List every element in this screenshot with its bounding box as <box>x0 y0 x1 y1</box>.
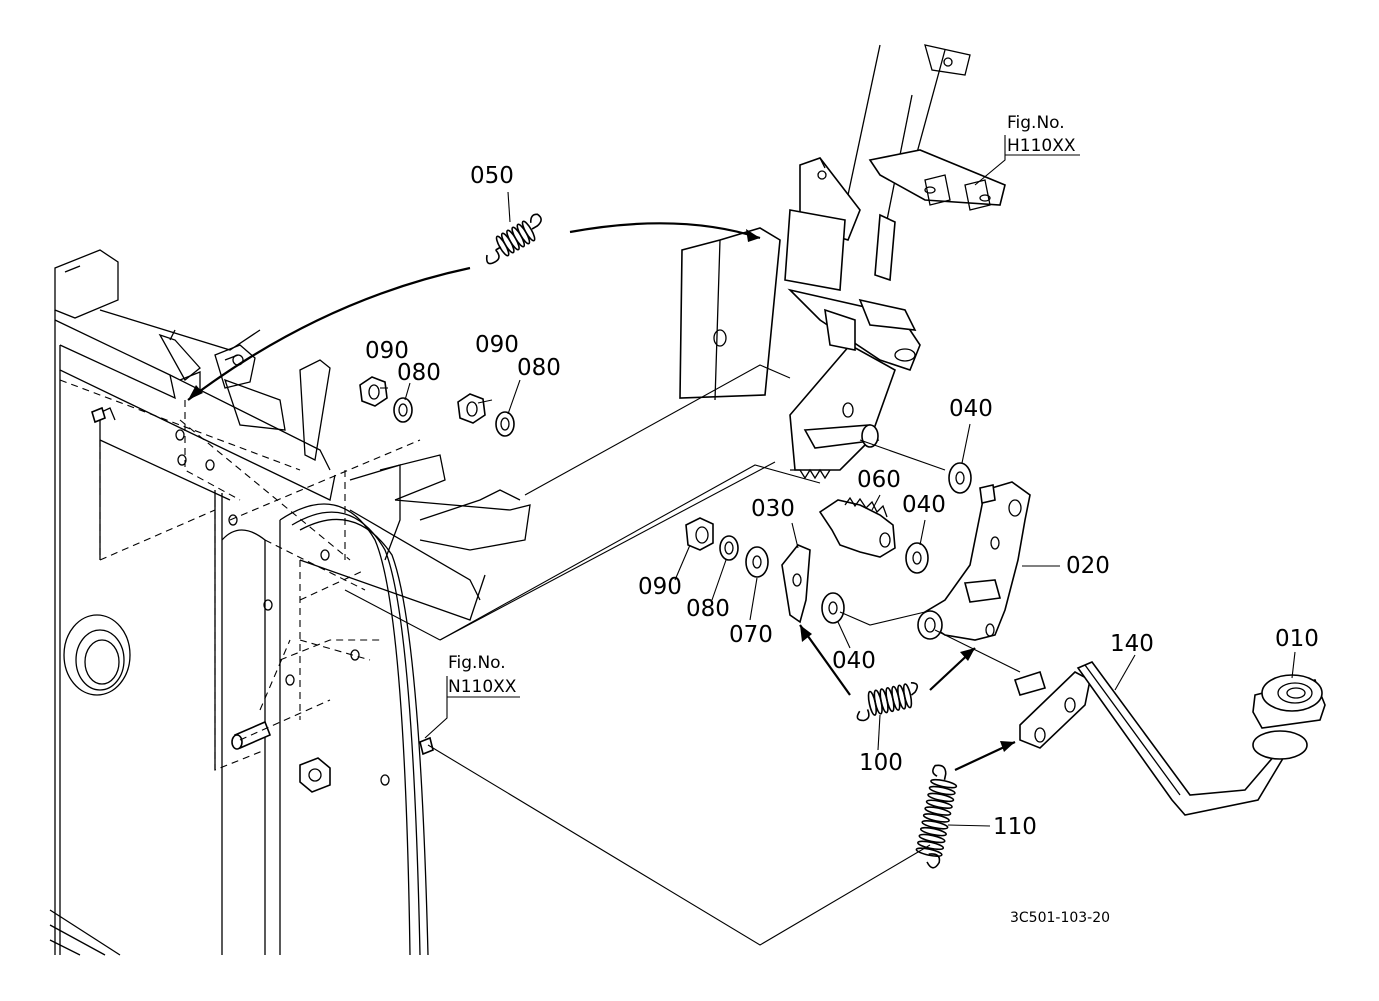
lever-020 <box>917 481 1031 641</box>
spring-110 <box>915 764 958 869</box>
fig-reference-n: Fig.No. N110XX <box>448 653 517 697</box>
label-080-c: 080 <box>686 596 730 622</box>
frame-assembly <box>49 249 531 956</box>
label-050: 050 <box>470 163 514 189</box>
reference-lines <box>344 135 1021 946</box>
label-090-b: 090 <box>475 332 519 358</box>
washer-070 <box>745 546 769 578</box>
drawing-code: 3C501-103-20 <box>1010 910 1110 926</box>
label-090-a: 090 <box>365 338 409 364</box>
ratchet-060 <box>818 496 896 558</box>
part-labels: 050 090 080 090 080 040 060 030 040 020 … <box>365 163 1319 840</box>
nut-090-c <box>685 517 714 551</box>
assembly-arrows <box>187 222 1016 771</box>
label-070: 070 <box>729 622 773 648</box>
lock-washer-080-c <box>719 535 739 561</box>
label-040-c: 040 <box>832 648 876 674</box>
pawl-030 <box>781 544 811 624</box>
washer-040-c <box>821 592 845 624</box>
label-010: 010 <box>1275 626 1319 652</box>
label-110: 110 <box>993 814 1037 840</box>
label-060: 060 <box>857 467 901 493</box>
spring-100 <box>856 682 919 722</box>
label-100: 100 <box>859 750 903 776</box>
fig-ref-h-title: Fig.No. <box>1007 113 1065 133</box>
pedal-bracket-assembly <box>679 44 1006 480</box>
label-030: 030 <box>751 496 795 522</box>
label-leaders <box>380 154 1296 827</box>
pedal-pad-010 <box>1252 674 1326 760</box>
label-040-b: 040 <box>902 492 946 518</box>
label-080-a: 080 <box>397 360 441 386</box>
fig-reference-h: Fig.No. H110XX <box>1007 113 1076 156</box>
fig-ref-n-code: N110XX <box>448 677 517 697</box>
nut-090-b <box>457 393 486 424</box>
lock-washer-080-a <box>393 397 413 423</box>
lock-washer-080-b <box>495 411 515 437</box>
fig-ref-h-code: H110XX <box>1007 136 1076 156</box>
fig-ref-n-title: Fig.No. <box>448 653 506 673</box>
label-020: 020 <box>1066 553 1110 579</box>
label-040-a: 040 <box>949 396 993 422</box>
washer-040-a <box>948 462 972 494</box>
nut-090-a <box>359 376 388 407</box>
washer-040-b <box>905 542 929 574</box>
label-140: 140 <box>1110 631 1154 657</box>
label-080-b: 080 <box>517 355 561 381</box>
label-090-c: 090 <box>638 574 682 600</box>
pedal-arm-140 <box>1013 661 1287 816</box>
spring-050 <box>485 213 542 265</box>
hidden-lines <box>59 379 421 771</box>
